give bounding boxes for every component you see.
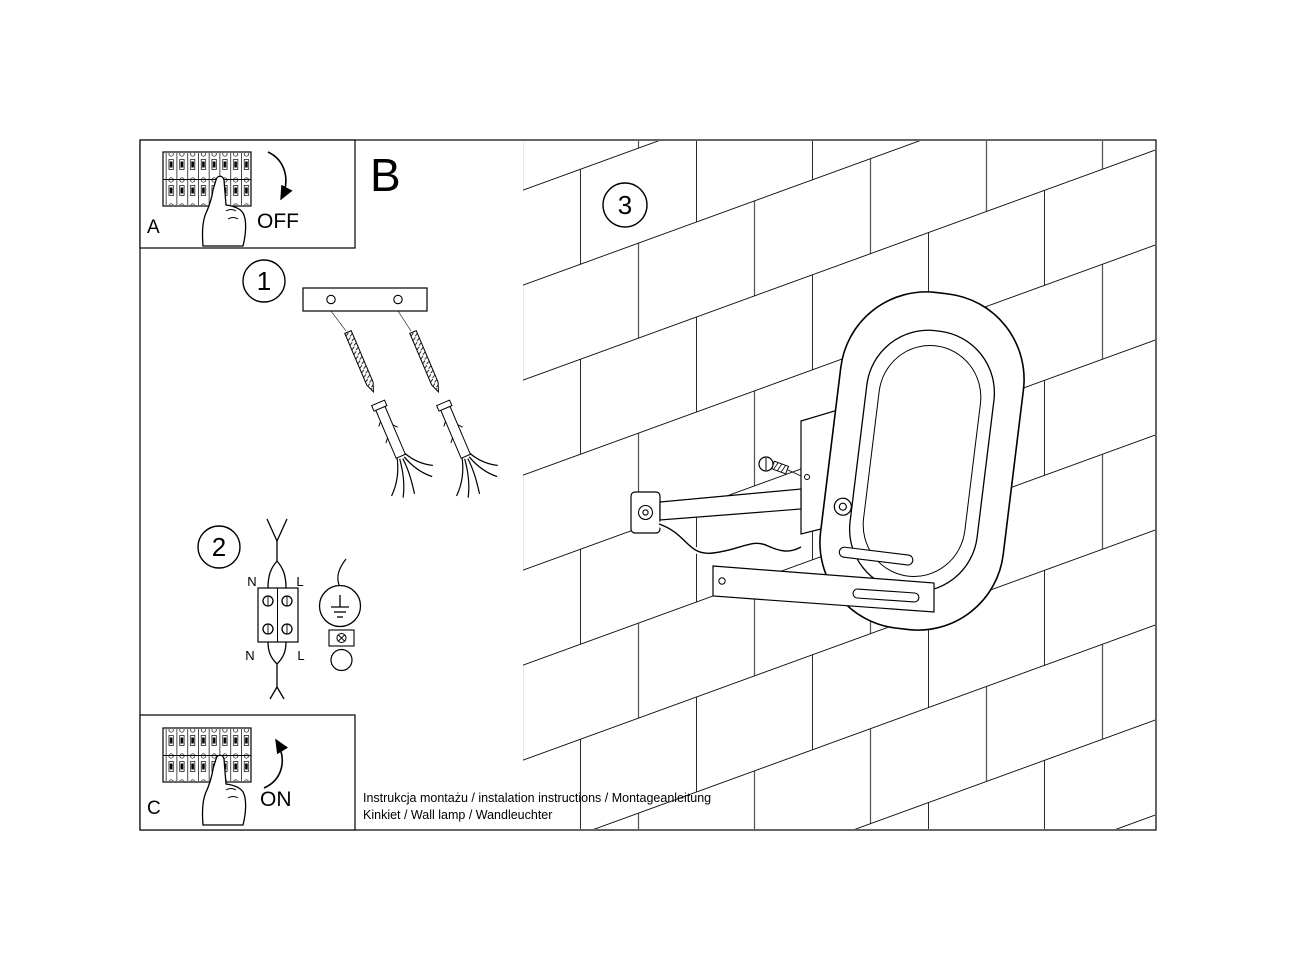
off-label: OFF [257, 210, 299, 233]
back-plate-hole [804, 474, 810, 480]
bracket-arm [659, 488, 802, 521]
wall-plate-screw-outer [637, 504, 654, 521]
lamp-head [819, 291, 1025, 631]
circuit-breaker-panel-icon [162, 151, 252, 207]
step-2-badge: 2 [197, 525, 241, 569]
live-label-bottom: L [297, 648, 304, 663]
wall-plate [630, 491, 661, 534]
alignment-line-right [397, 310, 412, 332]
diagram-frame [139, 139, 1157, 831]
footer-line-1: Instrukcja montażu / instalation instruc… [363, 791, 711, 805]
lamp-bottom-slot [838, 546, 914, 566]
on-label: ON [260, 788, 292, 811]
step-1-circle [242, 259, 286, 303]
step-1-badge: 1 [242, 259, 286, 303]
stripped-wire-bottom [269, 686, 285, 700]
step-2-group: 2 N L N L [197, 518, 362, 700]
mounting-bracket-plate-icon [302, 287, 428, 312]
footer-line-2: Kinkiet / Wall lamp / Wandleuchter [363, 808, 552, 822]
earth-ground-symbol-icon [318, 558, 362, 628]
box-a: OFF A [139, 139, 356, 249]
live-label-top: L [296, 574, 303, 589]
step-1-group: 1 [242, 259, 506, 504]
stripped-wire-top [266, 518, 288, 542]
cable [658, 523, 802, 554]
wall-lamp-drawing [630, 291, 1025, 631]
conductor-left-top [267, 560, 278, 589]
neutral-label-top: N [247, 574, 256, 589]
step-2-circle [197, 525, 241, 569]
step-3-badge: 3 [602, 182, 648, 228]
step-2-number: 2 [212, 532, 226, 562]
box-a-label: A [147, 217, 160, 238]
wall-plate-screw-inner [642, 509, 649, 516]
box-c: ON C [139, 714, 356, 831]
diffuser-slot [852, 588, 920, 603]
terminal-block-icon [257, 587, 299, 643]
lamp-knob-inner [838, 502, 847, 511]
bracket-channel [712, 565, 935, 613]
step-3-number: 3 [618, 190, 632, 220]
lamp-inner-line [862, 344, 982, 578]
lamp-knob-outer [833, 497, 852, 516]
neutral-label-bottom: N [245, 648, 254, 663]
box-c-label: C [147, 798, 161, 819]
channel-screw [718, 577, 726, 585]
cable-clamp-icon [328, 629, 355, 672]
step-1-number: 1 [257, 266, 271, 296]
curved-arrow-up-icon [263, 738, 289, 789]
conductor-left-bottom [267, 641, 278, 665]
step-3-circle [602, 182, 648, 228]
section-b-label: B [370, 149, 401, 201]
curved-arrow-down-icon [267, 151, 293, 201]
conductor-right-bottom [276, 641, 287, 665]
conductor-right-top [276, 560, 287, 589]
alignment-line-left [330, 310, 347, 332]
screw-leader-line [787, 469, 802, 477]
circuit-breaker-panel-icon [162, 727, 252, 783]
